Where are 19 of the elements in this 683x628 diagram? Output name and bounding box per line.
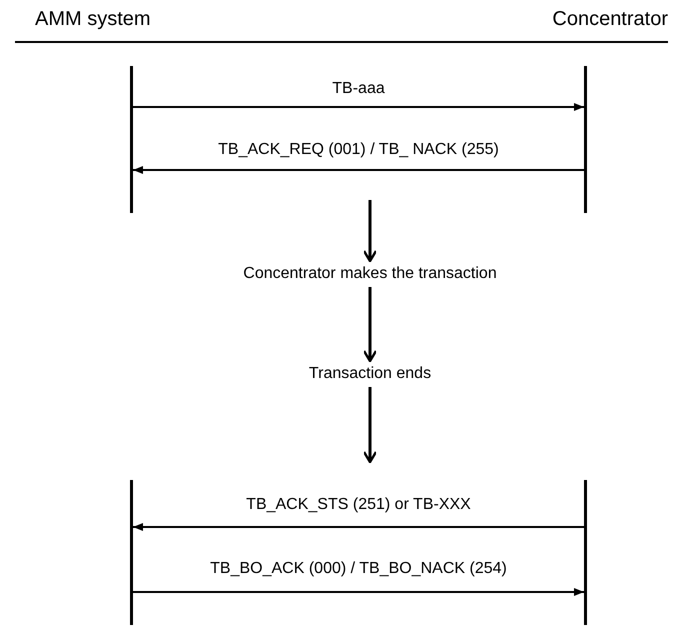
- edge-label: TB_BO_ACK (000) / TB_BO_NACK (254): [210, 560, 507, 578]
- lifeline-bar: [584, 66, 587, 213]
- lifeline-bar: [130, 480, 133, 625]
- column-header: Concentrator: [552, 8, 668, 31]
- message-arrow: [133, 166, 584, 174]
- edge-label: TB_ACK_STS (251) or TB-XXX: [246, 496, 471, 514]
- message-arrow: [133, 523, 584, 531]
- message-arrow: [133, 588, 584, 596]
- step-text: Concentrator makes the transaction: [243, 265, 497, 283]
- column-header: AMM system: [35, 8, 151, 31]
- edge-label: TB_ACK_REQ (001) / TB_ NACK (255): [218, 141, 499, 159]
- edge-label: TB-aaa: [332, 80, 385, 98]
- message-arrow: [133, 103, 584, 111]
- down-arrow: [362, 200, 378, 262]
- lifeline-bar: [130, 66, 133, 213]
- lifeline-bar: [584, 480, 587, 625]
- down-arrow: [362, 287, 378, 362]
- down-arrow: [362, 387, 378, 464]
- step-text: Transaction ends: [308, 365, 432, 383]
